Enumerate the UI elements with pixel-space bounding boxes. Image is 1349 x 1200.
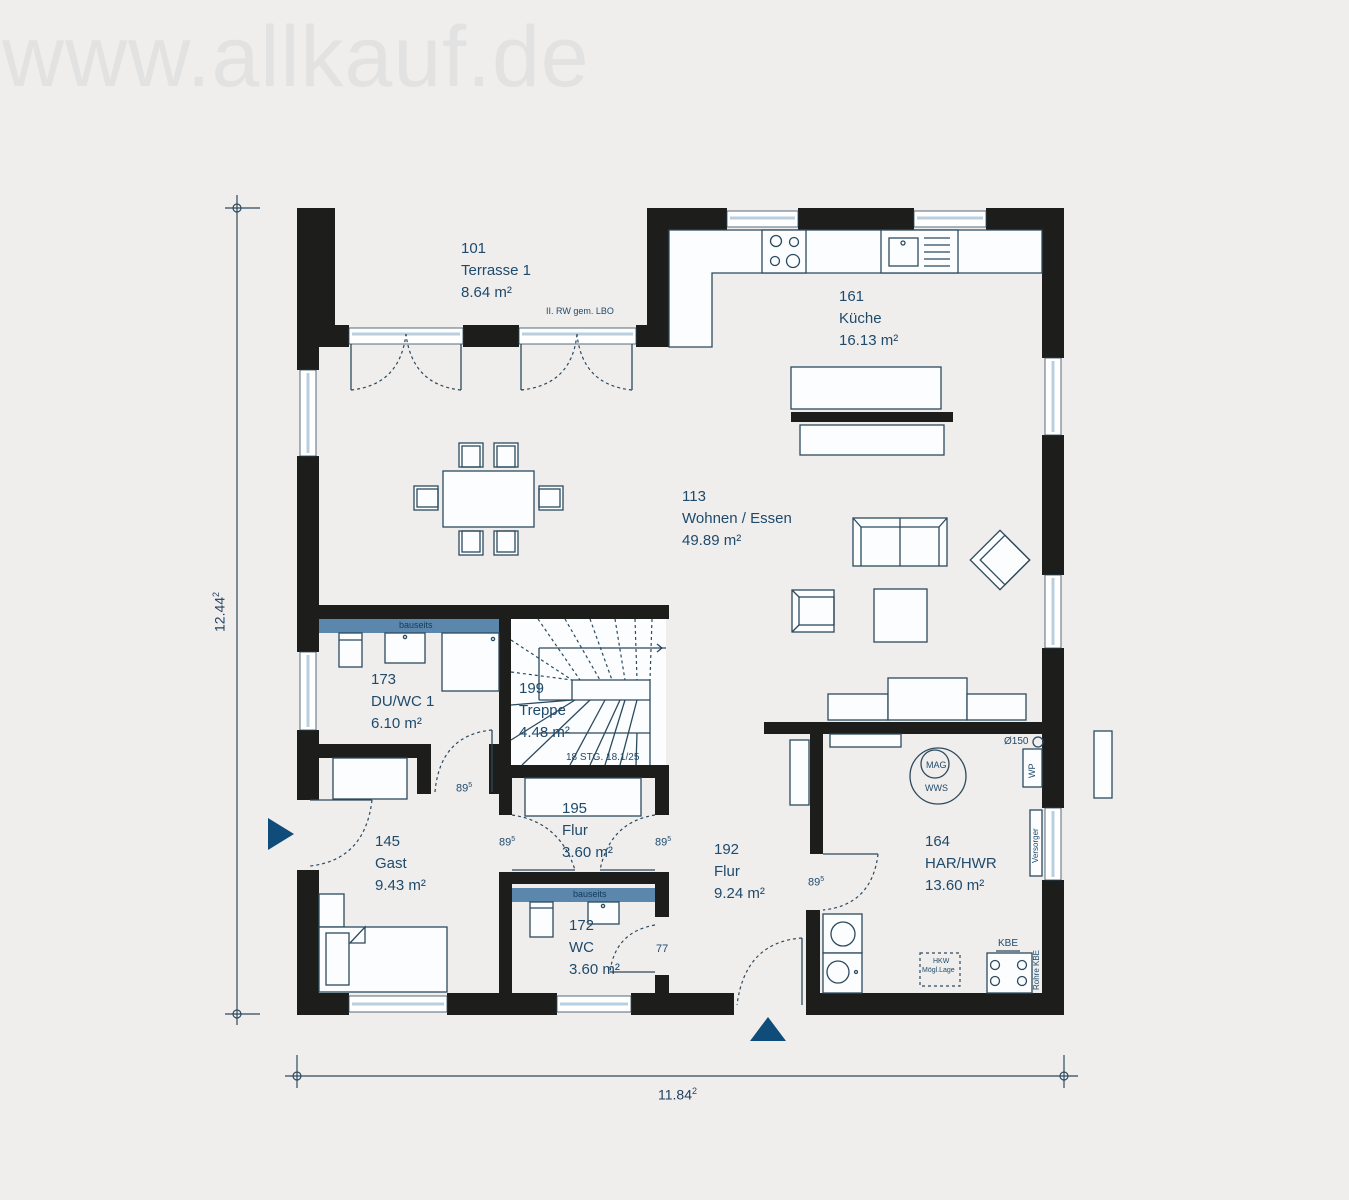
door-width-dim: 77 bbox=[656, 943, 669, 955]
door-width-dim: 895 bbox=[456, 782, 473, 795]
door-width-dim: 895 bbox=[808, 876, 825, 889]
kbe-label: KBE bbox=[998, 938, 1019, 949]
door-swings bbox=[309, 333, 879, 1006]
flur-bench bbox=[524, 777, 642, 817]
interior-walls bbox=[319, 605, 1064, 1015]
bathroom-fixtures bbox=[319, 619, 500, 692]
door-width-dim: 895 bbox=[655, 836, 672, 849]
wws-label: WWS bbox=[925, 783, 948, 793]
bauseits-label-1: bauseits bbox=[399, 620, 433, 630]
overall-width-dim: 11.842 bbox=[658, 1086, 698, 1103]
stairs-note: 18 STG. 18.1/25 bbox=[566, 752, 640, 763]
utility-room-fixtures bbox=[822, 733, 1044, 994]
guest-bed bbox=[318, 757, 448, 993]
exterior-unit bbox=[1093, 730, 1113, 799]
wc-fixtures bbox=[512, 888, 655, 938]
living-furniture bbox=[791, 517, 1031, 721]
rohre-kbe-label: Rohre KBE bbox=[1032, 949, 1041, 990]
dimension-line-vertical bbox=[225, 195, 260, 1025]
wp-label: WP bbox=[1027, 763, 1037, 779]
hkw-label: HKW bbox=[933, 958, 950, 965]
exterior-walls bbox=[297, 208, 1064, 1015]
mag-label: MAG bbox=[926, 760, 947, 770]
entrance-arrow-bottom-icon bbox=[750, 1017, 786, 1041]
kitchen-counter bbox=[668, 229, 1043, 456]
bauseits-label-2: bauseits bbox=[573, 889, 607, 899]
dining-table bbox=[413, 442, 564, 556]
versorger-label: Versorger bbox=[1031, 828, 1040, 863]
pipe-diameter: Ø150 bbox=[1004, 736, 1029, 747]
wardrobe bbox=[789, 739, 810, 806]
entrance-arrow-left-icon bbox=[268, 818, 294, 850]
watermark: www.allkauf.de bbox=[2, 9, 590, 105]
hkw-location-label: Mögl.Lage bbox=[922, 967, 955, 974]
door-width-dim: 895 bbox=[499, 836, 516, 849]
overall-height-dim: 12.442 bbox=[211, 591, 228, 632]
terrace-note: II. RW gem. LBO bbox=[546, 306, 614, 316]
staircase bbox=[510, 618, 666, 766]
dimension-line-horizontal bbox=[285, 1055, 1078, 1088]
